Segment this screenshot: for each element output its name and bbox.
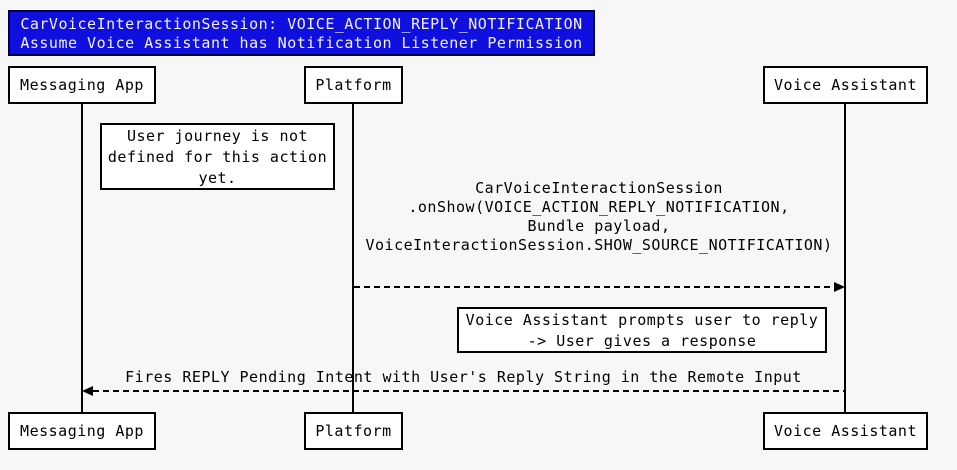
lifeline-voice-assistant bbox=[844, 104, 846, 412]
arrowhead-left-icon bbox=[82, 386, 93, 396]
lifeline-platform bbox=[352, 104, 354, 412]
note-user-journey-line-1: User journey is not bbox=[126, 127, 309, 145]
actor-label-platform-bottom: Platform bbox=[315, 422, 392, 440]
diagram-title: CarVoiceInteractionSession: VOICE_ACTION… bbox=[8, 10, 595, 56]
diagram-title-line-1: CarVoiceInteractionSession: VOICE_ACTION… bbox=[20, 15, 583, 33]
message-onshow-line-1: CarVoiceInteractionSession bbox=[475, 179, 723, 197]
note-prompts-line-1: Voice Assistant prompts user to reply bbox=[465, 311, 819, 329]
message-onshow-line-4: VoiceInteractionSession.SHOW_SOURCE_NOTI… bbox=[365, 236, 833, 254]
actor-box-voice-assistant-top: Voice Assistant bbox=[763, 66, 928, 104]
actor-label-platform-top: Platform bbox=[315, 76, 392, 94]
message-reply-arrow-line bbox=[93, 390, 845, 392]
message-onshow-line-3: Bundle payload, bbox=[527, 217, 671, 235]
note-user-journey: User journey is not defined for this act… bbox=[100, 123, 335, 190]
note-prompts-line-2: -> User gives a response bbox=[527, 332, 757, 350]
message-reply-line-1: Fires REPLY Pending Intent with User's R… bbox=[125, 368, 802, 386]
actor-label-voice-assistant-top: Voice Assistant bbox=[774, 76, 917, 94]
arrowhead-right-icon bbox=[834, 282, 845, 292]
note-voice-assistant-prompts: Voice Assistant prompts user to reply ->… bbox=[457, 307, 827, 353]
actor-label-messaging-app-bottom: Messaging App bbox=[20, 422, 144, 440]
actor-box-messaging-app-bottom: Messaging App bbox=[8, 412, 156, 450]
actor-box-messaging-app-top: Messaging App bbox=[8, 66, 156, 104]
actor-box-voice-assistant-bottom: Voice Assistant bbox=[763, 412, 928, 450]
actor-box-platform-bottom: Platform bbox=[304, 412, 403, 450]
actor-label-voice-assistant-bottom: Voice Assistant bbox=[774, 422, 917, 440]
lifeline-messaging-app bbox=[81, 104, 83, 412]
note-user-journey-line-3: yet. bbox=[198, 169, 237, 187]
message-onshow-line-2: .onShow(VOICE_ACTION_REPLY_NOTIFICATION, bbox=[408, 198, 790, 216]
message-onshow-label: CarVoiceInteractionSession .onShow(VOICE… bbox=[353, 179, 845, 255]
actor-label-messaging-app-top: Messaging App bbox=[20, 76, 144, 94]
message-onshow-arrow-line bbox=[354, 286, 834, 288]
message-reply-label: Fires REPLY Pending Intent with User's R… bbox=[82, 369, 845, 386]
diagram-title-line-2: Assume Voice Assistant has Notification … bbox=[20, 34, 583, 52]
note-user-journey-line-2: defined for this action bbox=[107, 148, 328, 166]
actor-box-platform-top: Platform bbox=[304, 66, 403, 104]
